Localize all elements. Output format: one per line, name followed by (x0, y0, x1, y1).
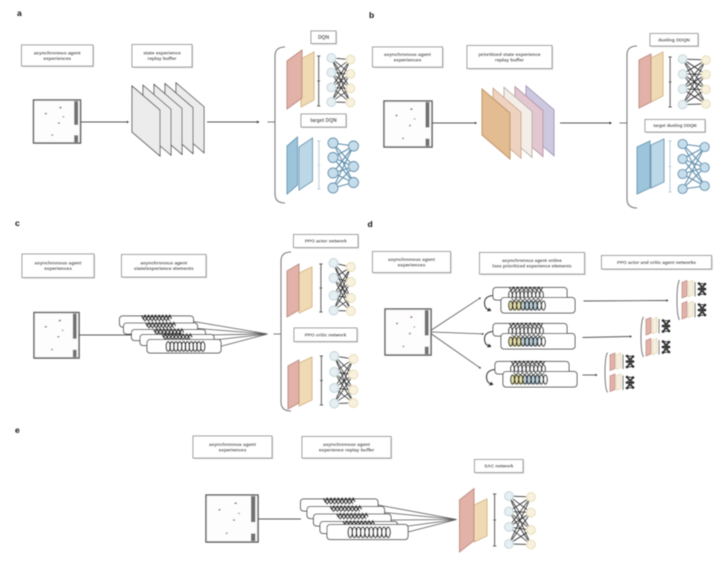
svg-text:experiences: experiences (219, 448, 247, 454)
svg-text:PPO critic network: PPO critic network (305, 332, 347, 337)
svg-text:replay buffer: replay buffer (147, 56, 176, 62)
svg-text:asynchronous agent: asynchronous agent (384, 52, 431, 58)
svg-text:replay buffer: replay buffer (495, 58, 524, 64)
svg-text:experiences: experiences (43, 56, 71, 62)
svg-text:c: c (15, 218, 20, 228)
svg-text:a: a (17, 8, 22, 18)
svg-text:SAC network: SAC network (484, 464, 514, 469)
svg-text:PPO actor and critic agent net: PPO actor and critic agent networks (617, 260, 696, 265)
svg-text:target DQN: target DQN (310, 118, 337, 124)
svg-text:target dueling DDQN: target dueling DDQN (653, 123, 696, 128)
svg-text:asynchronous agent: asynchronous agent (35, 261, 82, 267)
svg-text:asynchronous agent: asynchronous agent (209, 442, 256, 448)
svg-text:loss prioritized experience el: loss prioritized experience elements (492, 264, 572, 269)
svg-text:asynchronous agent: asynchronous agent (140, 261, 187, 267)
svg-text:asynchronous agent: asynchronous agent (323, 442, 370, 448)
svg-text:DQN: DQN (318, 35, 330, 41)
svg-text:asynchronous agent: asynchronous agent (34, 50, 81, 56)
svg-text:asynchronous agent: asynchronous agent (388, 257, 435, 263)
svg-text:experiences: experiences (398, 263, 426, 269)
svg-text:d: d (368, 219, 373, 229)
svg-text:experiences: experiences (394, 58, 422, 64)
svg-text:state/experience elements: state/experience elements (134, 266, 194, 272)
svg-text:asynchronous agent online: asynchronous agent online (502, 258, 562, 263)
svg-text:experiences: experiences (44, 266, 72, 272)
svg-text:prioritized state experience: prioritized state experience (478, 52, 540, 58)
svg-text:b: b (369, 10, 374, 20)
svg-text:state experience: state experience (143, 51, 181, 57)
svg-text:dueling DDQN: dueling DDQN (658, 37, 690, 42)
svg-text:experience replay buffer: experience replay buffer (319, 448, 375, 454)
svg-text:e: e (15, 425, 20, 435)
svg-text:PPO actor network: PPO actor network (305, 239, 347, 244)
